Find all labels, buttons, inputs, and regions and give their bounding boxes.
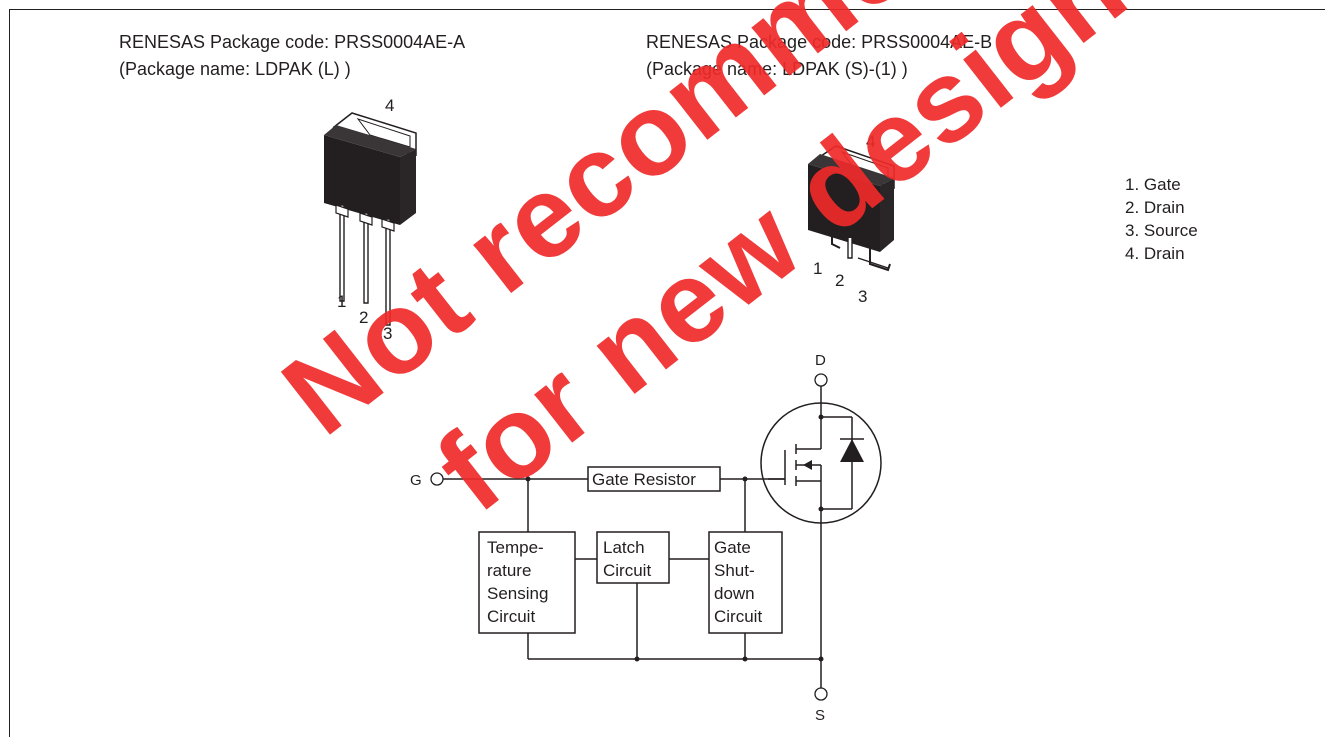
- pin-legend-item: 3. Source: [1125, 221, 1198, 240]
- package-a-code: RENESAS Package code: PRSS0004AE-A: [119, 32, 466, 52]
- package-a-pin-1: 1: [337, 292, 347, 311]
- source-terminal: [814, 687, 828, 701]
- pin-legend: 1. Gate 2. Drain 3. Source 4. Drain: [1125, 173, 1198, 265]
- package-a-drawing: [324, 112, 417, 326]
- package-b-name: (Package name: LDPAK (S)-(1) ): [646, 59, 908, 79]
- latch-block-label: Latch Circuit: [603, 538, 651, 580]
- package-b-pin-3: 3: [858, 287, 868, 306]
- package-a-pin-3: 3: [383, 324, 393, 343]
- drain-terminal: [814, 373, 828, 387]
- package-b-code: RENESAS Package code: PRSS0004AE-B: [646, 32, 993, 52]
- package-a-pin-4: 4: [385, 96, 395, 115]
- temp-block: [478, 531, 576, 634]
- temp-block-label: Tempe- rature Sensing Circuit: [487, 538, 553, 626]
- pin-legend-item: 1. Gate: [1125, 175, 1181, 194]
- gate-label: G: [410, 472, 422, 489]
- package-b-drawing: [808, 145, 895, 272]
- gate-terminal: [430, 472, 444, 486]
- package-a-name: (Package name: LDPAK (L) ): [119, 59, 351, 79]
- latch-block: [596, 531, 670, 584]
- shutdown-block-label: Gate Shut- down Circuit: [714, 538, 762, 626]
- package-b-pin-1: 1: [813, 259, 823, 278]
- pin-legend-item: 2. Drain: [1125, 198, 1185, 217]
- gate-resistor-label: Gate Resistor: [592, 470, 696, 489]
- pin-legend-item: 4. Drain: [1125, 244, 1185, 263]
- source-label: S: [815, 707, 825, 724]
- package-b-pin-2: 2: [835, 271, 845, 290]
- page-frame: [9, 9, 1325, 737]
- drain-label: D: [815, 352, 826, 369]
- package-a-pin-2: 2: [359, 308, 369, 327]
- package-b-pin-4: 4: [866, 132, 876, 151]
- gate-resistor-box: [587, 466, 721, 492]
